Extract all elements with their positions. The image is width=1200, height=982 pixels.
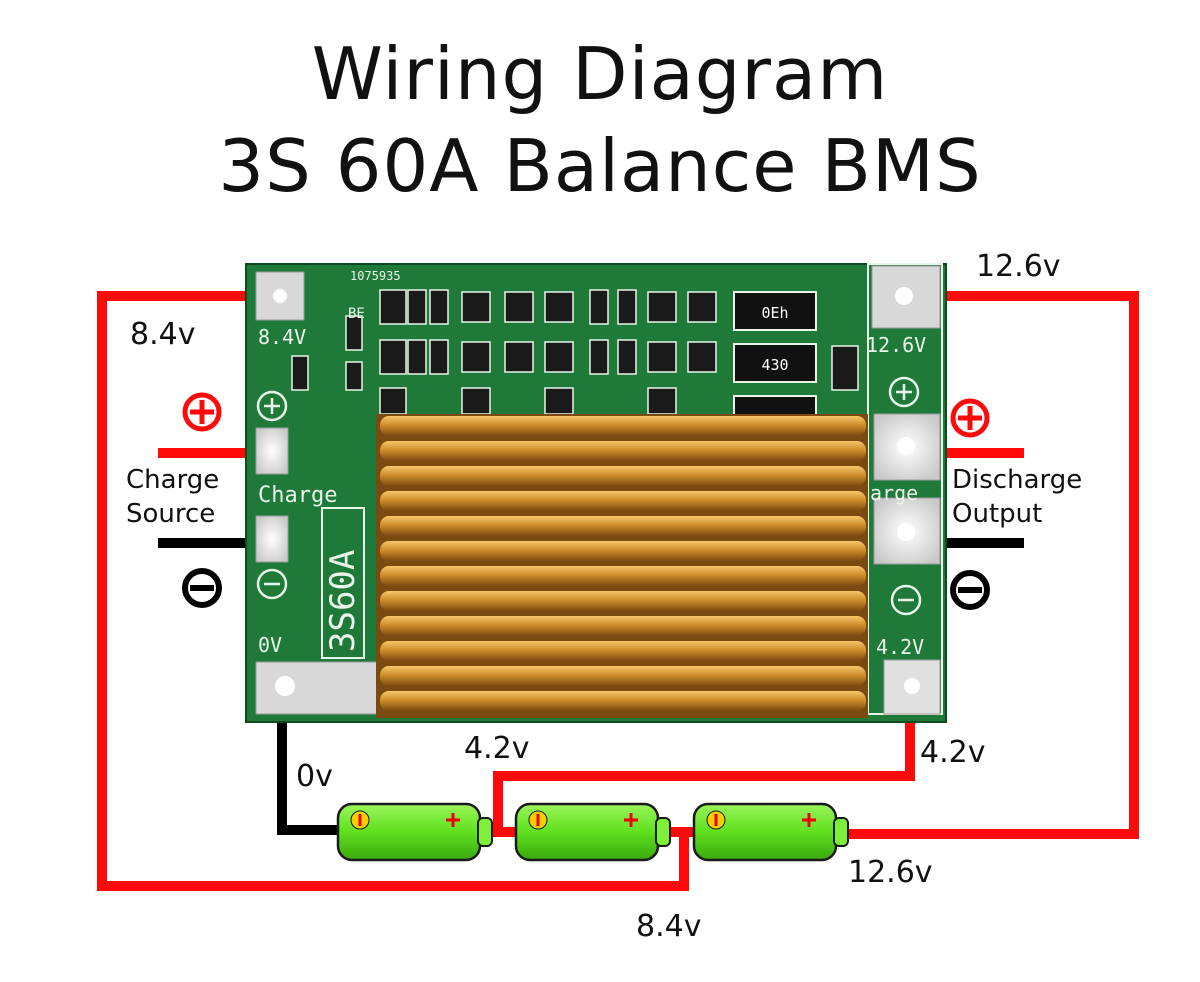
heatsink-fin [380, 491, 866, 511]
battery-cell-3 [692, 802, 849, 862]
bms-board: 0Eh 430 1075935 BE 8.4V 12.6V Charge har… [245, 263, 947, 723]
heatsink [376, 414, 868, 718]
pad-discharge-negative [873, 497, 941, 565]
heatsink-fin [380, 591, 866, 611]
label-charge-source-2: Source [126, 499, 215, 529]
title-line-1: Wiring Diagram [311, 32, 889, 116]
title-line-2: 3S 60A Balance BMS [218, 124, 982, 208]
battery-cell-1 [336, 802, 493, 862]
silk-12v6: 12.6V [866, 333, 926, 357]
resistor-2-label: 430 [761, 356, 788, 374]
label-bottom-8v4: 8.4v [636, 909, 701, 944]
battery-cell-2 [514, 802, 671, 862]
heatsink-fin [380, 691, 866, 711]
heatsink-fin [380, 516, 866, 536]
wire-12v6 [846, 291, 1139, 839]
label-0v: 0v [296, 759, 333, 794]
silk-charge-right: harge [858, 481, 918, 505]
wire-8v4 [97, 291, 689, 891]
label-mid-4v2: 4.2v [464, 731, 529, 766]
silk-0v: 0V [258, 633, 282, 657]
silk-be: BE [348, 306, 365, 322]
wire-0v [277, 722, 340, 835]
heatsink-fin [380, 641, 866, 661]
silk-charge-left: Charge [258, 483, 337, 508]
charge-plus-icon [182, 392, 222, 432]
label-charge-source-1: Charge [126, 465, 219, 495]
label-bottom-12v6: 12.6v [848, 855, 933, 890]
pad-4v2 [883, 659, 941, 715]
silk-4v2: 4.2V [876, 635, 924, 659]
pad-12v6 [871, 265, 941, 329]
resistor-1-label: 0Eh [761, 304, 788, 322]
label-discharge-output-1: Discharge [952, 465, 1082, 495]
pad-8v4 [255, 271, 305, 321]
wire-4v2 [493, 722, 915, 832]
label-right-4v2: 4.2v [920, 735, 985, 770]
silk-8v4: 8.4V [258, 325, 306, 349]
heatsink-fin [380, 616, 866, 636]
pad-discharge-positive [873, 413, 941, 481]
silk-serial: 1075935 [350, 269, 401, 283]
label-top-left-8v4: 8.4v [130, 317, 195, 352]
label-discharge-output-2: Output [952, 499, 1042, 529]
silk-model: 3S60A [323, 550, 363, 652]
wires [97, 291, 1139, 891]
pad-charge-negative [255, 515, 289, 563]
heatsink-fin [380, 566, 866, 586]
heatsink-fin [380, 416, 866, 436]
discharge-minus-icon [950, 570, 990, 610]
label-top-right-12v6: 12.6v [976, 249, 1061, 284]
heatsink-fin [380, 466, 866, 486]
heatsink-fin [380, 666, 866, 686]
heatsink-fin [380, 441, 866, 461]
heatsink-fin [380, 541, 866, 561]
pad-0v [255, 661, 387, 715]
pad-charge-positive [255, 427, 289, 475]
charge-minus-icon [182, 568, 222, 608]
discharge-plus-icon [950, 398, 990, 438]
